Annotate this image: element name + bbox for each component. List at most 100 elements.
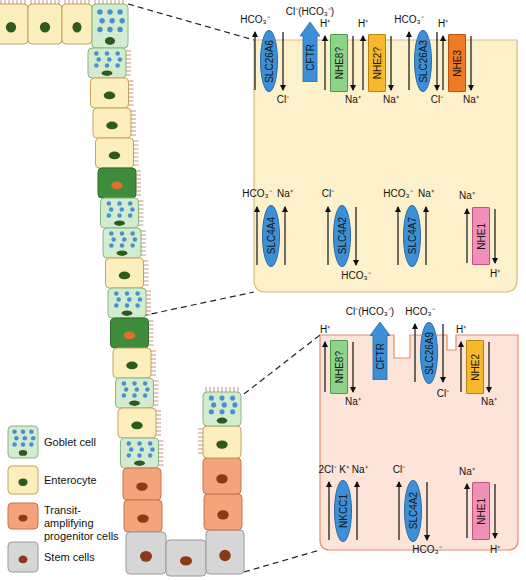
- mucin-granule: [133, 237, 138, 242]
- cell-body: [62, 4, 92, 44]
- cell-body: [101, 198, 139, 228]
- ion-label: H⁺: [490, 544, 500, 556]
- mucin-granule: [117, 9, 122, 14]
- ion-arrow: [327, 207, 328, 265]
- microvillus: [198, 437, 203, 438]
- microvillus: [129, 101, 134, 102]
- microvillus: [198, 453, 203, 454]
- mucin-granule: [29, 430, 34, 435]
- enterocyte-cell: [28, 0, 62, 44]
- transporter-oval: SLC4A4: [262, 205, 280, 267]
- mucin-granule: [132, 393, 137, 398]
- cell-body: [92, 4, 128, 48]
- mucin-granule: [118, 57, 123, 62]
- mucin-granule: [109, 18, 114, 23]
- enterocyte-cell: [96, 138, 139, 168]
- transporter-name: SLC4A2: [337, 217, 348, 254]
- ion-label: HCO₃⁻: [394, 14, 423, 26]
- nucleus: [137, 514, 148, 522]
- microvillus: [103, 0, 104, 4]
- nucleus: [180, 556, 192, 565]
- cell-body: [121, 438, 159, 468]
- microvillus: [144, 273, 149, 274]
- tuft-cell: [98, 168, 141, 198]
- nucleus: [131, 422, 142, 430]
- transporter-name: SLC4A2: [408, 492, 419, 529]
- microvillus: [222, 387, 223, 392]
- microvillus: [126, 59, 131, 60]
- microvillus: [151, 351, 156, 352]
- transporter-oval: SLC4A2: [333, 205, 351, 267]
- nucleus: [19, 479, 28, 486]
- goblet-cell: [103, 228, 146, 258]
- mucin-granule: [128, 201, 133, 206]
- microvillus: [129, 105, 134, 106]
- enterocyte-cell: [113, 348, 156, 378]
- microvillus: [139, 225, 144, 226]
- mucin-granule: [117, 213, 122, 218]
- transporter-name: SLC4A7: [407, 217, 418, 254]
- transporter-name: SLC26A3: [418, 40, 429, 83]
- mucin-granule: [130, 207, 135, 212]
- goblet-cell: [116, 378, 159, 408]
- microvillus: [156, 419, 161, 420]
- mucin-granule: [120, 207, 125, 212]
- mucin-granule: [120, 243, 125, 248]
- nucleus: [136, 482, 147, 490]
- microvillus: [154, 401, 159, 402]
- cell-body: [96, 138, 134, 168]
- mucin-granule: [115, 51, 120, 56]
- microvillus: [141, 239, 146, 240]
- microvillus: [136, 179, 141, 180]
- microvillus: [198, 449, 203, 450]
- stem-cell: [8, 542, 38, 572]
- zoom-line: [244, 550, 320, 572]
- ion-label: Cl⁻: [437, 388, 449, 400]
- microvillus: [149, 341, 154, 342]
- microvillus: [131, 135, 136, 136]
- microvillus: [156, 427, 161, 428]
- microvillus: [136, 171, 141, 172]
- epithelium: [0, 0, 244, 576]
- microvillus: [134, 165, 139, 166]
- ion-label: HCO₃⁻: [341, 270, 370, 282]
- ion-arrow: [397, 207, 398, 265]
- ion-label: Na⁺: [459, 190, 475, 202]
- mucin-granule: [120, 18, 125, 23]
- microvillus: [154, 405, 159, 406]
- microvillus: [144, 281, 149, 282]
- ion-arrow: [442, 36, 443, 90]
- cell-body: [108, 288, 146, 318]
- microvillus: [151, 371, 156, 372]
- microvillus: [139, 217, 144, 218]
- mucin-granule: [23, 436, 28, 441]
- mucin-granule: [21, 442, 26, 447]
- progenitor-cell: [124, 500, 162, 532]
- microvillus: [111, 0, 112, 4]
- microvillus: [134, 149, 139, 150]
- microvillus: [146, 295, 151, 296]
- microvillus: [51, 0, 52, 4]
- nucleus: [217, 510, 228, 519]
- enterocyte-cell: [118, 408, 161, 438]
- microvillus: [35, 0, 36, 4]
- mucin-granule: [116, 297, 121, 302]
- microvillus: [238, 387, 239, 392]
- mucin-granule: [12, 430, 17, 435]
- legend-text: Transit-amplifying progenitor cells: [44, 504, 124, 543]
- mucin-granule: [209, 396, 214, 401]
- transporter-oval: SLC4A7: [403, 205, 421, 267]
- cell-body: [103, 228, 141, 258]
- nucleus: [117, 251, 128, 256]
- microvillus: [146, 291, 151, 292]
- microvillus: [159, 445, 164, 446]
- microvillus: [144, 265, 149, 266]
- microvillus: [131, 123, 136, 124]
- mucin-granule: [145, 387, 150, 392]
- transporter-oval: NKCC1: [334, 480, 352, 542]
- microvillus: [136, 187, 141, 188]
- crypt-cell-panel: [320, 335, 518, 550]
- microvillus: [126, 67, 131, 68]
- mucin-granule: [97, 9, 102, 14]
- mucin-granule: [140, 447, 145, 452]
